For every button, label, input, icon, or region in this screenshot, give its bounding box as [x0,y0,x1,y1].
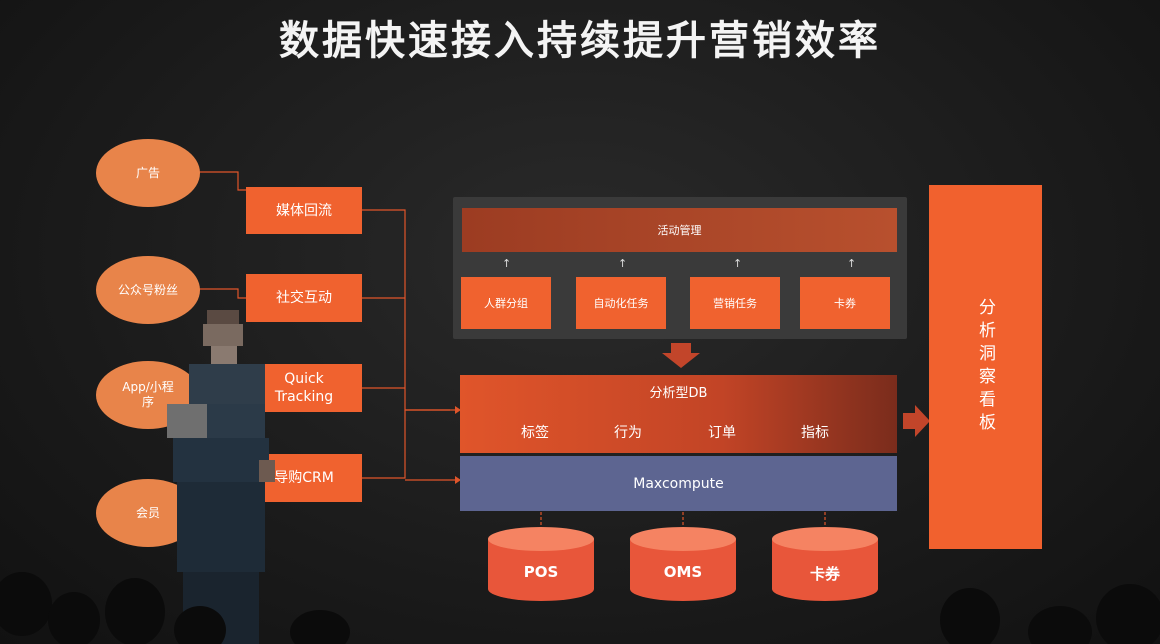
cylinder-top [772,527,878,551]
channel-media-return: 媒体回流 [246,187,362,234]
db-tag: 指标 [801,422,829,442]
up-arrow-icon: ↑ [847,257,856,270]
db-tag: 标签 [521,422,549,442]
task-automation: 自动化任务 [576,277,666,329]
insight-dashboard: 分析洞察看板 [929,185,1042,549]
up-arrow-icon: ↑ [502,257,511,270]
activity-management-bar: 活动管理 [462,208,897,252]
source-ad: 广告 [96,139,200,207]
task-audience-grouping: 人群分组 [461,277,551,329]
cylinder-top [488,527,594,551]
task-marketing: 营销任务 [690,277,780,329]
db-tag: 订单 [708,422,736,442]
up-arrow-icon: ↑ [733,257,742,270]
maxcompute-layer: Maxcompute [460,456,897,511]
cylinder-top [630,527,736,551]
audience-silhouettes [0,560,1160,644]
db-tag: 行为 [614,422,642,442]
task-coupon: 卡券 [800,277,890,329]
analytic-db-title: 分析型DB [460,382,897,401]
analytic-db: 分析型DB 标签 行为 订单 指标 [460,375,897,453]
up-arrow-icon: ↑ [618,257,627,270]
